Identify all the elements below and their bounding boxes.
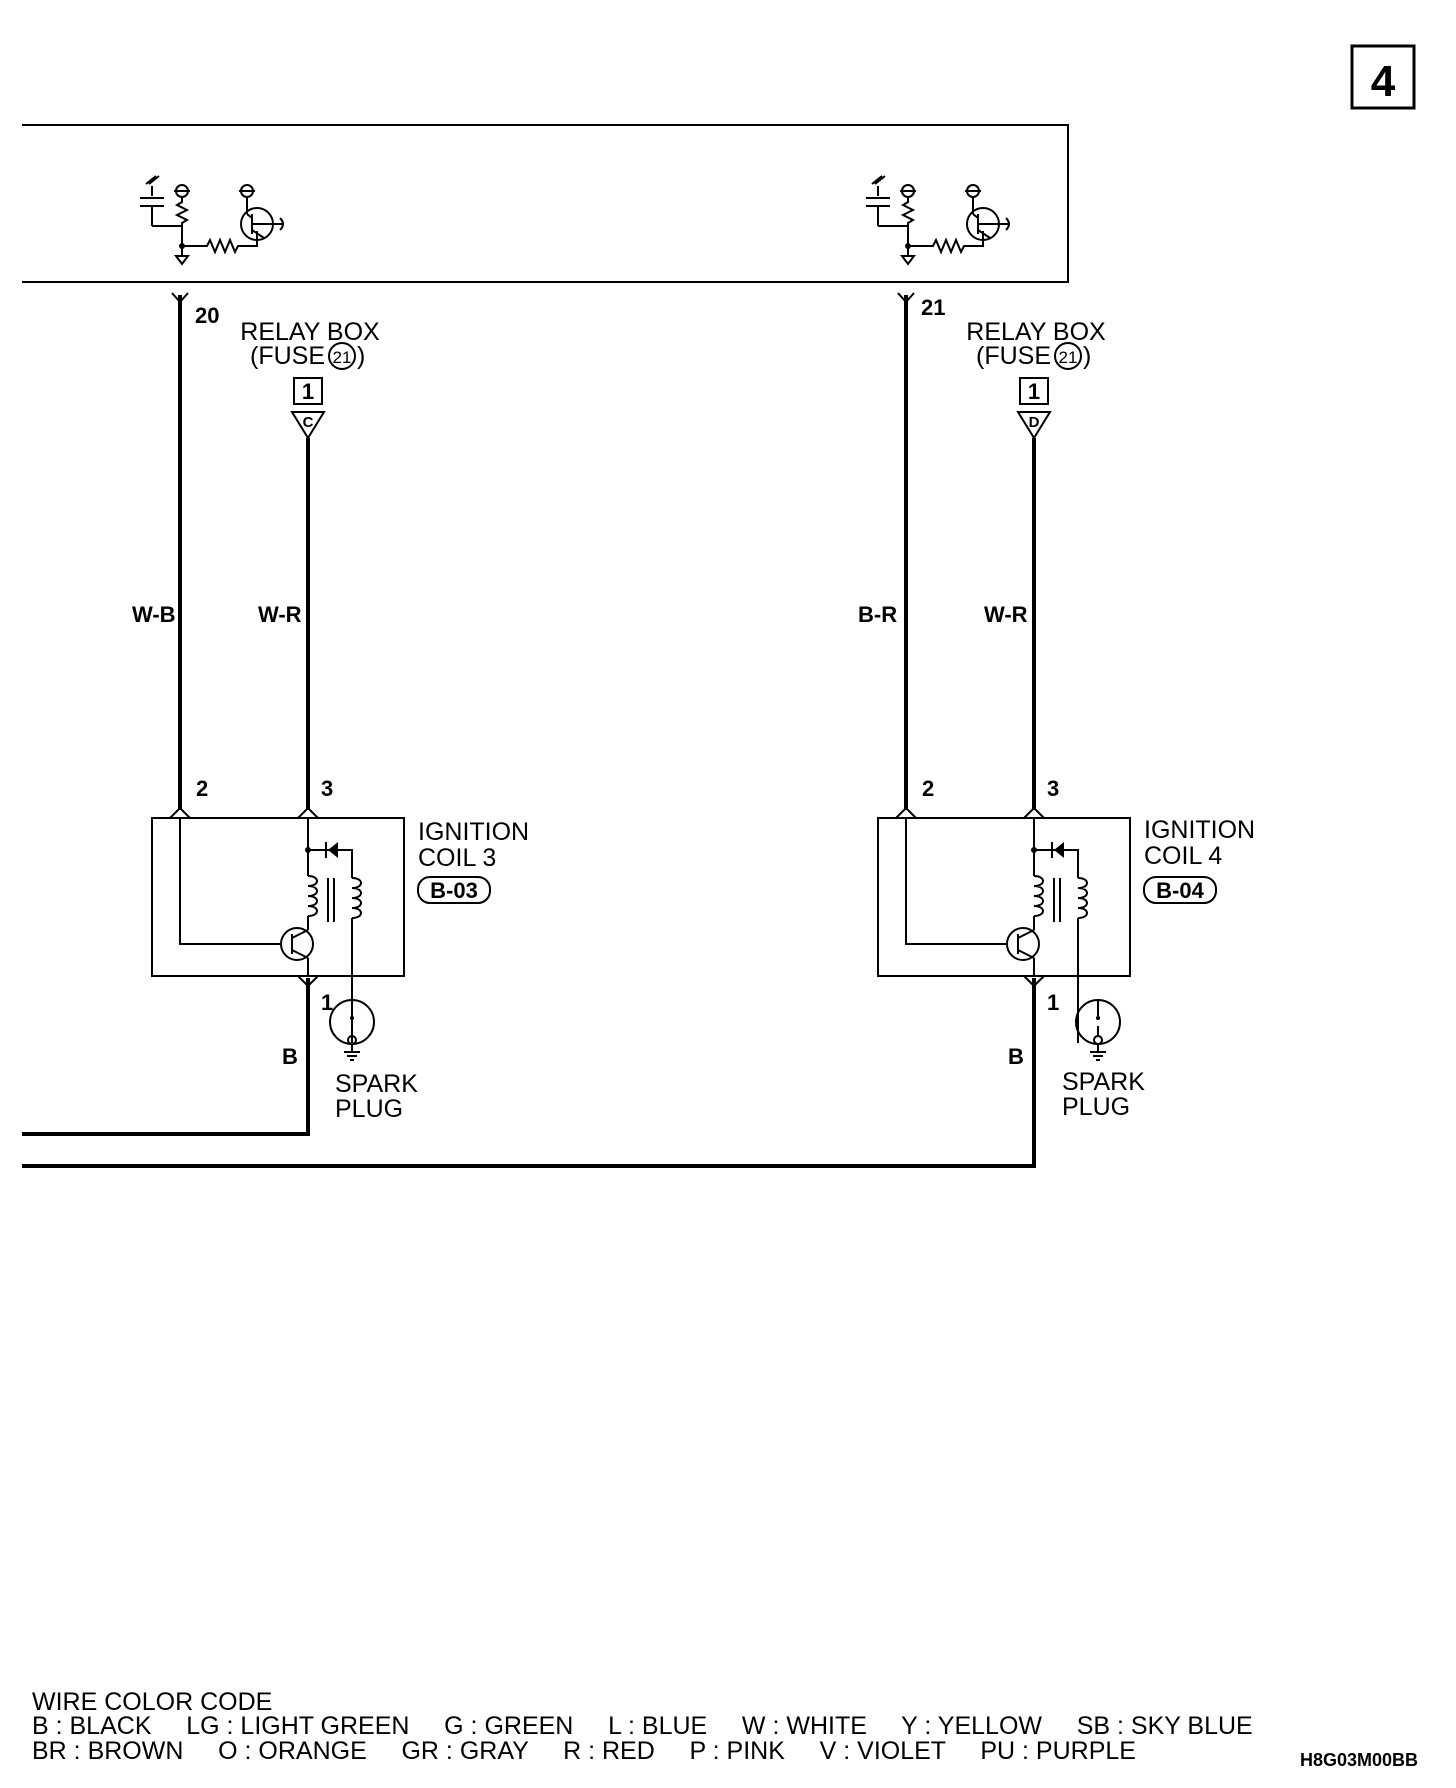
fuse-label: (FUSE: [976, 342, 1051, 370]
coil-name-line2: COIL 3: [418, 844, 496, 872]
connector-letter: D: [1029, 414, 1040, 431]
wire-color-b: B: [1008, 1044, 1024, 1069]
fuse-number: 21: [1059, 348, 1078, 367]
ecu-driver-circuit-2: [865, 175, 1010, 265]
relay-box-label: RELAY BOX: [240, 318, 380, 346]
coil-pin-2: 2: [196, 776, 208, 801]
coil-connector-badge: [417, 876, 491, 904]
connector-letter: C: [303, 414, 314, 431]
wire-color-b: B: [282, 1044, 298, 1069]
fuse-close: ): [1083, 342, 1091, 370]
ecu-terminal-21: 21: [921, 295, 945, 320]
coil-pin-1: 1: [1047, 990, 1059, 1015]
legend-row-1: B : BLACK LG : LIGHT GREEN G : GREEN L :…: [32, 1712, 1253, 1740]
coil-pin-2: 2: [922, 776, 934, 801]
connector-number: 1: [1028, 379, 1040, 404]
spark-plug-label-line1: SPARK: [335, 1070, 418, 1098]
coil-connector-code: B-03: [430, 878, 478, 903]
ignition-coil-4-box: [877, 817, 1131, 1044]
channel-ignition-coil-3: 20 RELAY BOX (FUSE 21 ) 1 C W-B W-R 2 3 …: [22, 292, 529, 1136]
spark-plug-label-line2: PLUG: [1062, 1093, 1130, 1121]
channel-ignition-coil-4: 21 RELAY BOX (FUSE 21 ) 1 D B-R W-R 2 3 …: [22, 292, 1255, 1168]
connector-number-box: [293, 377, 323, 405]
coil-name-line1: IGNITION: [418, 818, 529, 846]
connector-number: 1: [302, 379, 314, 404]
fuse-label: (FUSE: [250, 342, 325, 370]
fuse-number-circle: [1054, 342, 1082, 370]
coil-connector-code: B-04: [1156, 878, 1204, 903]
spark-plug-icon: [1075, 999, 1121, 1061]
fuse-close: ): [357, 342, 365, 370]
coil-name-line1: IGNITION: [1144, 816, 1255, 844]
wire-color-w-r: W-R: [984, 602, 1028, 627]
legend-title: WIRE COLOR CODE: [32, 1688, 273, 1716]
fuse-number: 21: [333, 348, 352, 367]
relay-box-label: RELAY BOX: [966, 318, 1106, 346]
fuse-number-circle: [328, 342, 356, 370]
ecu-terminal-20: 20: [195, 303, 219, 328]
ecu-box: [22, 124, 1069, 283]
coil-pin-3: 3: [321, 776, 333, 801]
wire-color-w-r: W-R: [258, 602, 302, 627]
figure-id: H8G03M00BB: [1300, 1750, 1419, 1770]
wire-color-w-b: W-B: [132, 602, 176, 627]
coil-connector-badge: [1143, 876, 1217, 904]
spark-plug-icon: [329, 999, 375, 1061]
coil-name-line2: COIL 4: [1144, 842, 1222, 870]
connector-d-triangle: [1016, 411, 1052, 440]
page-number-box: [1350, 44, 1416, 110]
connector-number-box: [1019, 377, 1049, 405]
connector-c-triangle: [290, 411, 326, 440]
spark-plug-label-line1: SPARK: [1062, 1068, 1145, 1096]
ignition-coil-3-box: [151, 817, 405, 1044]
spark-plug-label-line2: PLUG: [335, 1095, 403, 1123]
ecu-driver-circuit-1: [139, 175, 284, 265]
coil-pin-1: 1: [321, 990, 333, 1015]
wire-color-b-r: B-R: [858, 602, 897, 627]
legend-row-2: BR : BROWN O : ORANGE GR : GRAY R : RED …: [32, 1737, 1136, 1765]
coil-pin-3: 3: [1047, 776, 1059, 801]
page-number: 4: [1371, 57, 1396, 106]
